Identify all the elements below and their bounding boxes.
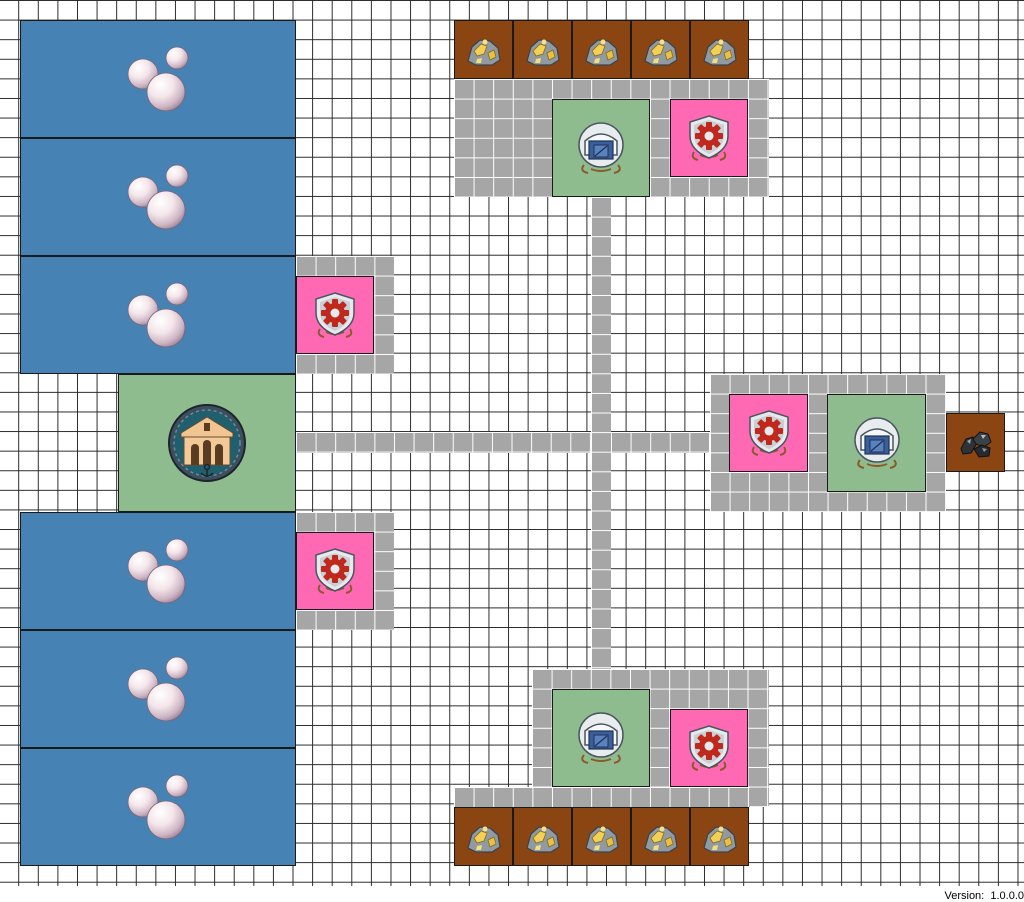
pearls-icon [127,656,189,722]
gold-ore-icon [584,38,619,66]
version-prefix: Version: [944,890,985,902]
gold-ore-icon [702,38,737,66]
gold-ore-mine[interactable] [513,20,572,79]
gold-ore-mine[interactable] [631,20,690,79]
version-number: 1.0.0.0 [990,890,1024,902]
gear-shield-icon [689,725,729,771]
gold-ore-mine[interactable] [631,807,690,866]
warehouse-icon [853,417,900,469]
pearls-icon [127,46,189,112]
gold-ore-icon [643,38,678,66]
pearl-farm[interactable] [20,512,296,630]
gold-ore-mine[interactable] [572,20,631,79]
gear-shield-icon [748,410,789,456]
gold-ore-mine[interactable] [513,807,572,866]
factory[interactable] [670,99,748,177]
factory[interactable] [296,532,374,610]
road [611,432,710,453]
warehouse[interactable] [552,99,650,197]
pearls-icon [127,282,189,348]
warehouse[interactable] [552,689,650,787]
gold-ore-mine[interactable] [690,20,749,79]
gold-ore-icon [466,38,501,66]
gold-ore-icon [525,825,560,853]
road [454,787,750,807]
gold-ore-mine[interactable] [454,20,513,79]
coal-mine[interactable] [946,413,1005,472]
pearl-farm[interactable] [20,20,296,138]
gold-ore-mine[interactable] [572,807,631,866]
pearls-icon [127,538,189,604]
gear-shield-icon [315,292,355,338]
road [296,432,611,453]
pearl-farm[interactable] [20,748,296,866]
gold-ore-mine[interactable] [454,807,513,866]
main-hall[interactable] [118,374,296,512]
warehouse-icon [578,712,624,764]
warehouse[interactable] [827,394,926,492]
factory[interactable] [729,394,808,472]
gold-ore-icon [525,38,560,66]
gold-ore-icon [466,825,501,853]
gold-ore-icon [643,825,678,853]
road [591,197,611,689]
factory[interactable] [296,276,374,354]
pearls-icon [127,774,189,840]
pearls-icon [127,164,189,230]
gear-shield-icon [315,548,355,594]
factory[interactable] [670,709,748,787]
gear-shield-icon [689,115,729,161]
pearl-farm[interactable] [20,256,296,374]
warehouse-icon [578,122,624,174]
gold-ore-mine[interactable] [690,807,749,866]
version-label: Version: 1.0.0.0 [944,890,1024,902]
gold-ore-icon [584,825,619,853]
pearl-farm[interactable] [20,630,296,748]
harbor-hall-icon [168,404,246,482]
pearl-farm[interactable] [20,138,296,256]
gold-ore-icon [702,825,737,853]
coal-icon [959,430,992,458]
